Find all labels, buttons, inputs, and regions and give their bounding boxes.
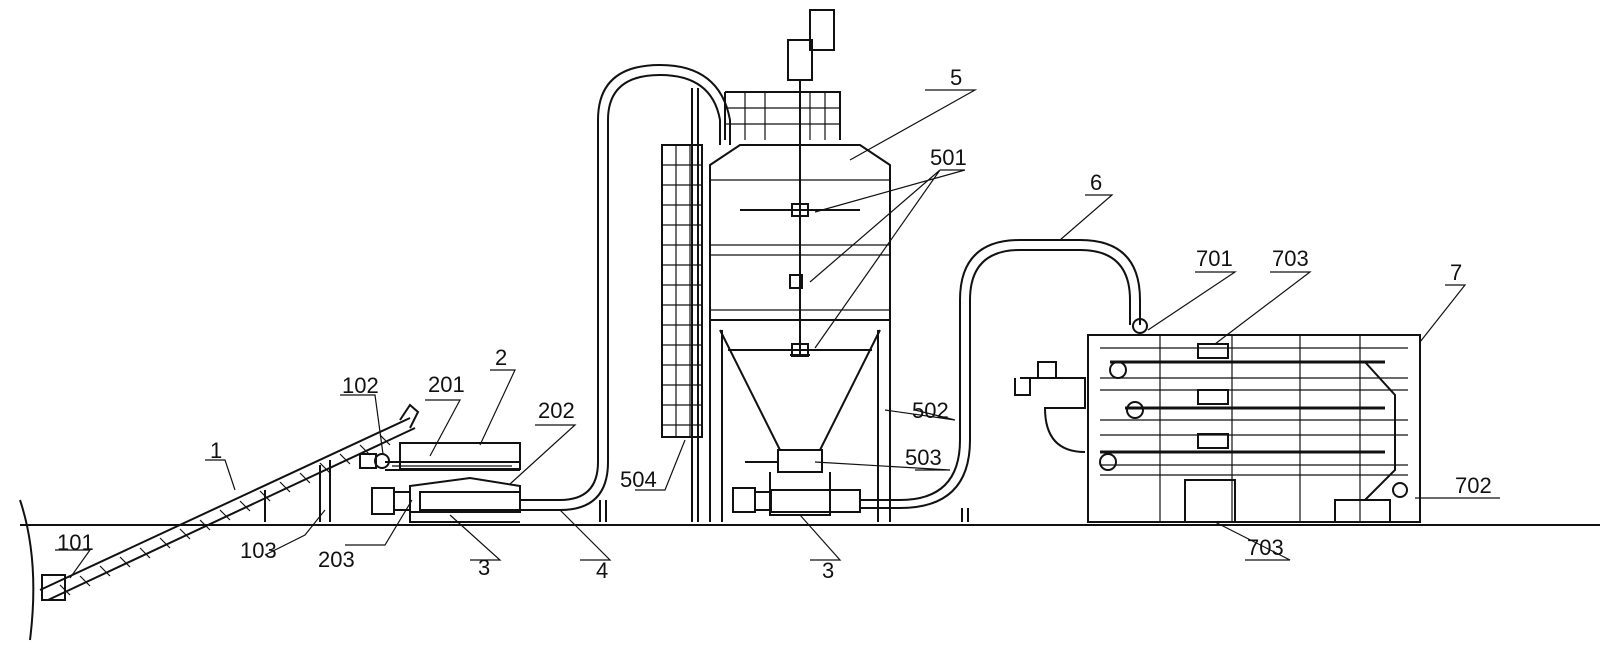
label-6: 6 — [1090, 170, 1102, 195]
ground-line — [19, 499, 1600, 641]
label-103: 103 — [240, 538, 277, 563]
label-101: 101 — [57, 530, 94, 555]
label-703-bottom: 703 — [1247, 535, 1284, 560]
dryer-7 — [1014, 318, 1421, 523]
label-502: 502 — [912, 398, 949, 423]
ladder-504 — [661, 88, 703, 522]
label-4: 4 — [596, 558, 608, 583]
label-5: 5 — [950, 65, 962, 90]
labels: 1 101 102 103 2 201 202 203 3 4 3 5 501 … — [57, 65, 1492, 583]
label-3-right: 3 — [822, 558, 834, 583]
label-7: 7 — [1450, 260, 1462, 285]
label-504: 504 — [620, 467, 657, 492]
label-203: 203 — [318, 547, 355, 572]
pipe-4 — [520, 63, 731, 522]
label-202: 202 — [538, 398, 575, 423]
label-503: 503 — [905, 445, 942, 470]
label-2: 2 — [495, 345, 507, 370]
label-702: 702 — [1455, 473, 1492, 498]
dosing-feeder — [359, 442, 521, 471]
pipe-6 — [899, 239, 1141, 522]
inclined-conveyor — [39, 403, 420, 601]
label-201: 201 — [428, 372, 465, 397]
leader-lines — [55, 89, 1500, 579]
label-102: 102 — [342, 373, 379, 398]
label-703-top: 703 — [1272, 246, 1309, 271]
label-1: 1 — [210, 438, 222, 463]
label-3-left: 3 — [478, 555, 490, 580]
screw-conveyor-right — [732, 487, 900, 513]
screw-conveyor-left — [371, 476, 521, 523]
feed-hopper-101 — [41, 574, 66, 601]
label-701: 701 — [1196, 246, 1233, 271]
label-501: 501 — [930, 145, 967, 170]
silo-5 — [709, 9, 891, 522]
